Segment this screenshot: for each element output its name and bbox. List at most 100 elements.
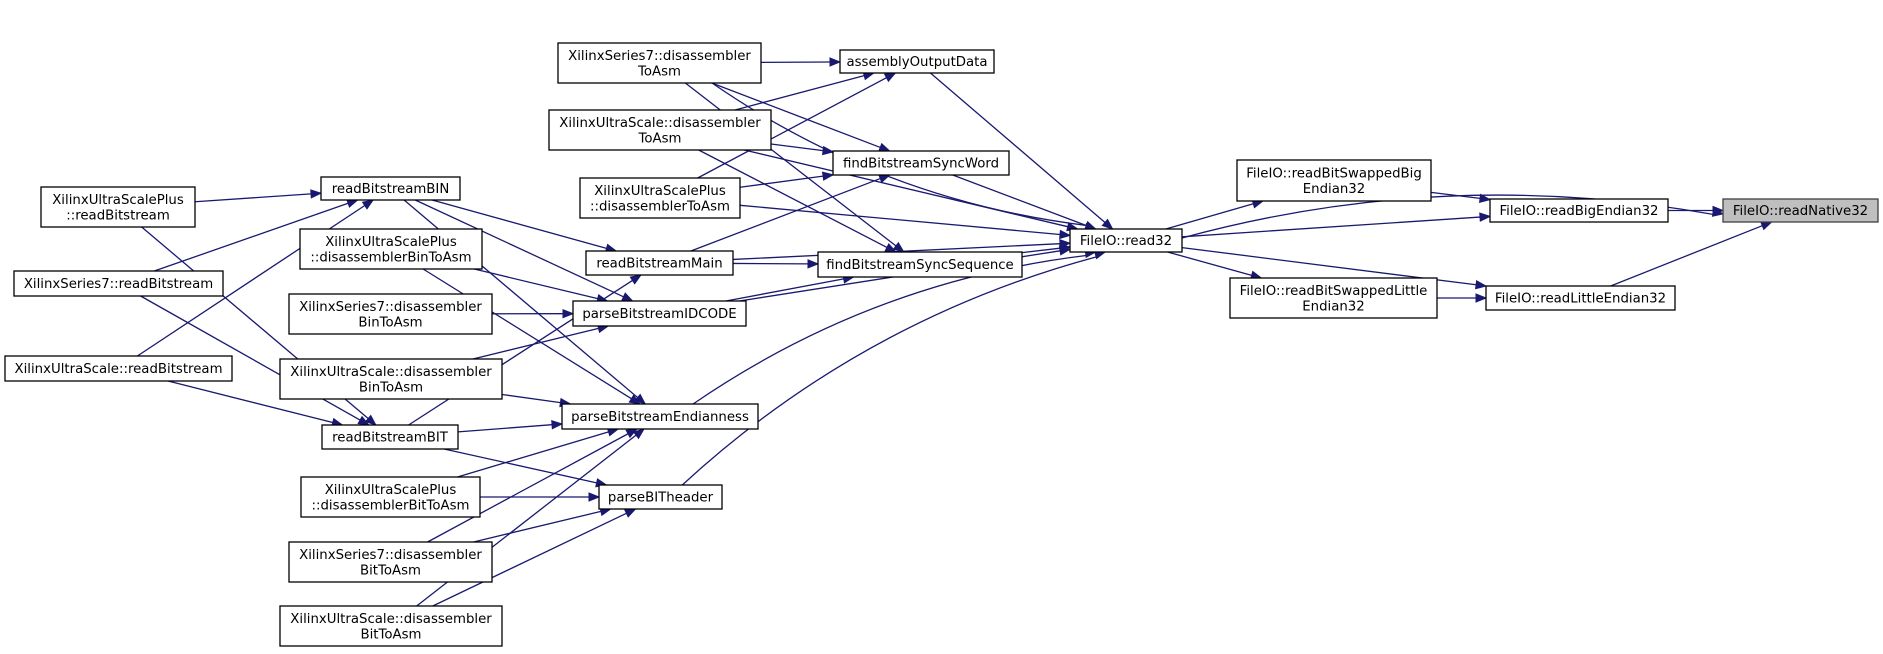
node-parse-bitstream-endianness[interactable]: parseBitstreamEndianness <box>561 403 759 430</box>
arrowhead-icon <box>1479 193 1492 204</box>
arrowhead-icon <box>807 259 820 269</box>
arrowhead-icon <box>629 274 643 285</box>
edge-line <box>501 393 561 404</box>
node-xs7-dis-bit-to-asm[interactable]: XilinxSeries7::disassemblerBitToAsm <box>288 541 493 583</box>
node-read-little-endian32[interactable]: FileIO::readLittleEndian32 <box>1485 285 1676 311</box>
node-label: XilinxUltraScale::disassembler <box>290 612 492 627</box>
node-box <box>279 358 503 400</box>
node-xusp-dis-bit-to-asm[interactable]: XilinxUltraScalePlus::disassemblerBitToA… <box>300 476 481 518</box>
node-read-bitstream-main[interactable]: readBitstreamMain <box>585 250 734 276</box>
edge-line <box>140 295 361 421</box>
edge-xusp-dis-to-asm-to-find-bitstream-sync-word <box>739 171 835 188</box>
arrowhead-icon <box>878 142 891 152</box>
node-label: XilinxUltraScale::readBitstream <box>14 362 222 377</box>
edge-line <box>167 380 333 424</box>
arrowhead-icon <box>829 57 842 67</box>
edge-line <box>1021 247 1061 254</box>
edge-line <box>443 448 597 484</box>
node-box <box>279 605 503 647</box>
edge-xusp-dis-to-asm-to-read32 <box>739 204 1072 240</box>
arrowhead-icon <box>1760 221 1773 231</box>
node-label: parseBitstreamEndianness <box>571 410 749 425</box>
node-xs7-dis-to-asm[interactable]: XilinxSeries7::disassemblerToAsm <box>557 42 762 84</box>
edge-line <box>1610 225 1763 287</box>
node-box <box>839 49 995 74</box>
arrowhead-icon <box>623 508 637 518</box>
node-label: FileIO::readBitSwappedLittle <box>1240 284 1428 299</box>
node-xusp-dis-to-asm[interactable]: XilinxUltraScalePlus::disassemblerToAsm <box>579 177 741 219</box>
edge-xs7-read-bitstream-to-read-bitstream-bit <box>140 295 370 426</box>
node-box <box>1489 198 1669 223</box>
arrowhead-icon <box>892 241 905 253</box>
node-xusp-dis-bin-to-asm[interactable]: XilinxUltraScalePlus::disassemblerBinToA… <box>299 228 483 270</box>
node-label: BitToAsm <box>360 563 421 578</box>
node-parse-bitheader[interactable]: parseBITheader <box>598 484 723 510</box>
node-label: parseBITheader <box>608 491 714 506</box>
node-read-bitstream-bin[interactable]: readBitstreamBIN <box>320 176 461 201</box>
edge-line <box>739 204 1061 236</box>
node-parse-bitstream-idcode[interactable]: parseBitstreamIDCODE <box>572 300 747 327</box>
arrowhead-icon <box>1475 293 1488 303</box>
node-assembly-output-data[interactable]: assemblyOutputData <box>839 49 995 74</box>
arrowhead-icon <box>588 492 601 502</box>
edge-line <box>422 268 632 400</box>
edge-line <box>416 434 637 607</box>
node-box <box>40 186 196 228</box>
node-box <box>4 355 233 382</box>
node-label: findBitstreamSyncSequence <box>826 258 1014 273</box>
node-label: Endian32 <box>1302 299 1364 314</box>
edge-xs7-dis-to-asm-to-assembly-output-data <box>760 57 842 67</box>
node-label: FileIO::readNative32 <box>1733 204 1868 219</box>
node-read-big-endian32[interactable]: FileIO::readBigEndian32 <box>1489 198 1669 223</box>
node-xus-dis-bin-to-asm[interactable]: XilinxUltraScale::disassemblerBinToAsm <box>279 358 503 400</box>
node-read-native32[interactable]: FileIO::readNative32 <box>1722 198 1879 223</box>
node-find-bitstream-sync-sequence[interactable]: findBitstreamSyncSequence <box>817 251 1023 278</box>
node-label: ToAsm <box>637 64 681 79</box>
node-box <box>579 177 741 219</box>
node-xs7-read-bitstream[interactable]: XilinxSeries7::readBitstream <box>13 270 224 297</box>
edge-read-bitstream-bin-to-parse-bitstream-idcode <box>414 199 634 302</box>
node-label: BinToAsm <box>359 380 423 395</box>
node-label: FileIO::read32 <box>1080 234 1172 249</box>
edge-assembly-output-data-to-read32 <box>930 72 1114 230</box>
edge-xus-dis-bin-to-asm-to-parse-bitstream-endianness <box>501 393 572 408</box>
node-label: XilinxUltraScale::disassembler <box>559 116 761 131</box>
arrowhead-icon <box>1058 246 1072 256</box>
node-find-bitstream-sync-word[interactable]: findBitstreamSyncWord <box>832 150 1010 176</box>
edge-xs7-dis-to-asm-to-find-bitstream-sync-sequence <box>684 82 905 253</box>
edge-read32-to-read-little-endian32 <box>1181 246 1488 290</box>
nodes-layer: FileIO::readNative32 FileIO::readBigEndia… <box>4 42 1879 647</box>
edge-line <box>952 174 1087 227</box>
arrowhead-icon <box>821 145 835 156</box>
node-label: readBitstreamMain <box>596 257 722 272</box>
arrowhead-icon <box>357 415 370 426</box>
node-box <box>585 250 734 276</box>
node-box <box>300 476 481 518</box>
edge-parse-bitstream-idcode-to-find-bitstream-sync-sequence <box>725 274 855 302</box>
node-box <box>288 541 493 583</box>
node-read-bitstream-bit[interactable]: readBitstreamBIT <box>321 424 459 450</box>
edge-line <box>770 143 824 152</box>
arrowhead-icon <box>361 199 375 210</box>
node-xus-dis-to-asm[interactable]: XilinxUltraScale::disassemblerToAsm <box>548 109 772 151</box>
edge-line <box>1167 251 1252 276</box>
arrowhead-icon <box>878 174 891 184</box>
edge-line <box>684 82 897 247</box>
edge-read-little-endian32-to-read-native32 <box>1610 221 1773 287</box>
node-label: findBitstreamSyncWord <box>843 157 999 172</box>
node-xus-read-bitstream[interactable]: XilinxUltraScale::readBitstream <box>4 355 233 382</box>
node-read32[interactable]: FileIO::read32 <box>1069 228 1183 253</box>
arrowhead-icon <box>310 189 323 199</box>
edge-parse-bitheader-to-read32 <box>681 250 1107 486</box>
edge-xs7-dis-bin-to-asm-to-parse-bitstream-idcode <box>491 308 575 319</box>
arrowhead-icon <box>1059 229 1072 240</box>
node-xusp-read-bitstream[interactable]: XilinxUltraScalePlus::readBitstream <box>40 186 196 228</box>
node-xus-dis-bit-to-asm[interactable]: XilinxUltraScale::disassemblerBitToAsm <box>279 605 503 647</box>
node-box <box>817 251 1023 278</box>
edge-read-bitstream-bit-to-parse-bitstream-endianness <box>457 420 564 433</box>
node-xs7-dis-bin-to-asm[interactable]: XilinxSeries7::disassemblerBinToAsm <box>288 293 493 335</box>
edge-line <box>698 149 888 248</box>
node-label: ToAsm <box>638 131 682 146</box>
